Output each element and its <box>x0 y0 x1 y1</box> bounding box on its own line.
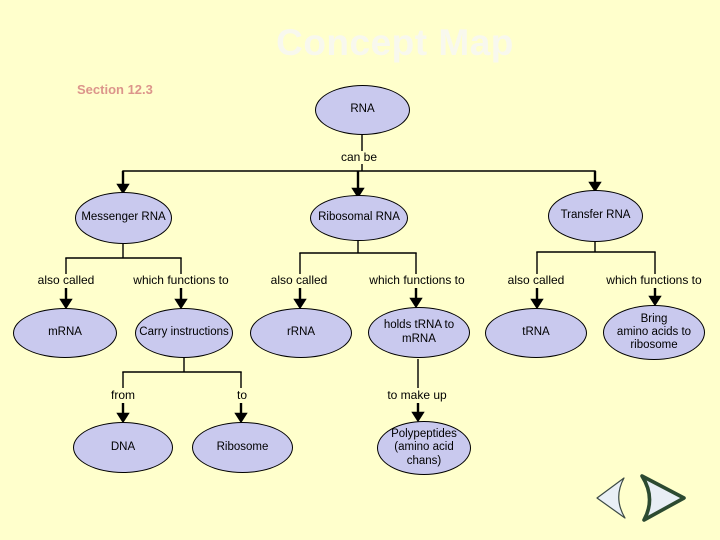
edge-label-also-called-ribosomal: also called <box>267 274 331 287</box>
edge-label-can-be: can be <box>337 151 381 164</box>
node-trna: tRNA <box>485 308 587 358</box>
back-button[interactable] <box>596 476 626 520</box>
node-rna: RNA <box>315 85 410 135</box>
node-dna: DNA <box>73 422 173 473</box>
node-rrna: rRNA <box>250 308 352 358</box>
node-ribosome: Ribosome <box>192 422 293 473</box>
node-holds-trna-to-mrna: holds tRNA to mRNA <box>368 307 470 358</box>
page-title: Concept Map <box>276 22 514 63</box>
node-messenger-rna: Messenger RNA <box>75 192 172 244</box>
node-transfer-rna: Transfer RNA <box>548 190 643 242</box>
arrow-connectors <box>59 171 662 424</box>
forward-button[interactable] <box>640 473 686 523</box>
edge-label-from: from <box>108 389 138 402</box>
node-ribosomal-rna: Ribosomal RNA <box>310 195 408 241</box>
edge-label-to-make-up: to make up <box>384 389 450 402</box>
back-arrow-icon <box>596 477 626 519</box>
node-polypeptides: Polypeptides (amino acid chans) <box>377 421 471 475</box>
node-mrna: mRNA <box>13 308 117 358</box>
edge-label-functions-messenger: which functions to <box>130 274 232 287</box>
edge-label-functions-transfer: which functions to <box>603 274 705 287</box>
edge-label-to: to <box>233 389 251 402</box>
node-bring-amino-acids: Bring amino acids to ribosome <box>603 305 705 360</box>
edge-label-functions-ribosomal: which functions to <box>366 274 468 287</box>
forward-arrow-icon <box>640 474 686 522</box>
edge-label-also-called-messenger: also called <box>34 274 98 287</box>
edge-label-also-called-transfer: also called <box>504 274 568 287</box>
section-label: Section 12.3 <box>77 82 153 97</box>
node-carry-instructions: Carry instructions <box>135 308 233 358</box>
